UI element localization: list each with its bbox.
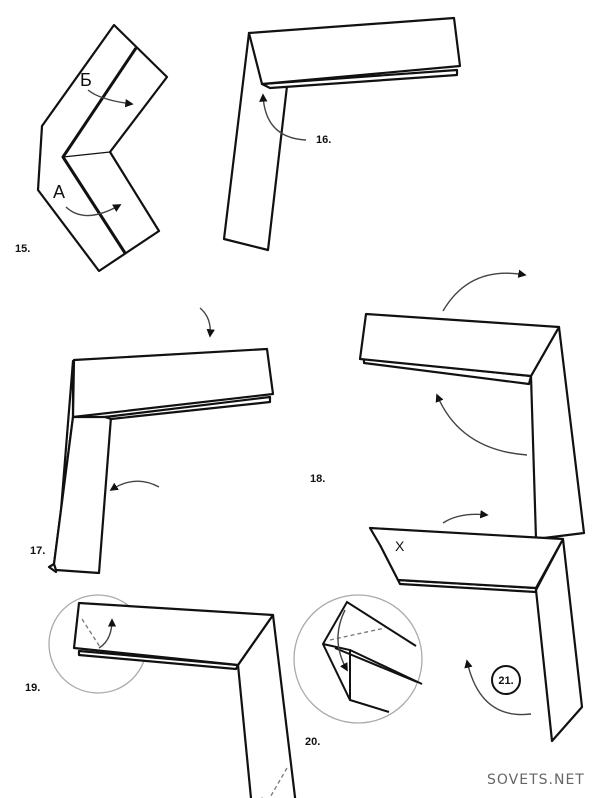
- step-19-figure: 19.: [25, 594, 297, 798]
- fold-arrow-16: [259, 93, 307, 141]
- fold-arrow-21b: [464, 659, 532, 716]
- mark-b: Б: [80, 70, 92, 90]
- fold-arrow-17a: [109, 480, 160, 491]
- fold-arrow-b: [87, 89, 134, 108]
- fold-arrow-18b: [435, 393, 528, 456]
- detail-circle-20: [293, 594, 423, 724]
- step-20-label: 20.: [305, 736, 320, 748]
- fold-arrow-21a: [442, 510, 489, 524]
- mark-a: А: [53, 182, 65, 202]
- step-21-badge: [491, 665, 521, 695]
- step-16-label: 16.: [316, 134, 331, 146]
- step-21-figure: X 21.: [368, 510, 584, 743]
- fold-arrow-17b: [199, 307, 215, 338]
- step-17-label: 17.: [30, 545, 45, 557]
- step-17-figure: 17.: [30, 307, 275, 575]
- step-19-label: 19.: [25, 682, 40, 694]
- fold-arrow-a: [65, 204, 122, 217]
- step-20-figure: 20.: [293, 594, 423, 748]
- step-15-figure: Б А 15.: [15, 23, 169, 273]
- watermark: SOVETS.NET: [487, 772, 585, 788]
- step-15-label: 15.: [15, 243, 30, 255]
- fold-arrow-19a: [98, 618, 117, 649]
- step-18-label: 18.: [310, 473, 325, 485]
- fold-arrow-18a: [442, 269, 527, 312]
- step-16-figure: 16.: [222, 16, 462, 252]
- fold-arrow-20: [337, 609, 348, 672]
- step-21-label: 21.: [498, 675, 513, 687]
- step-18-figure: 18.: [310, 269, 586, 541]
- mark-x: X: [395, 538, 405, 554]
